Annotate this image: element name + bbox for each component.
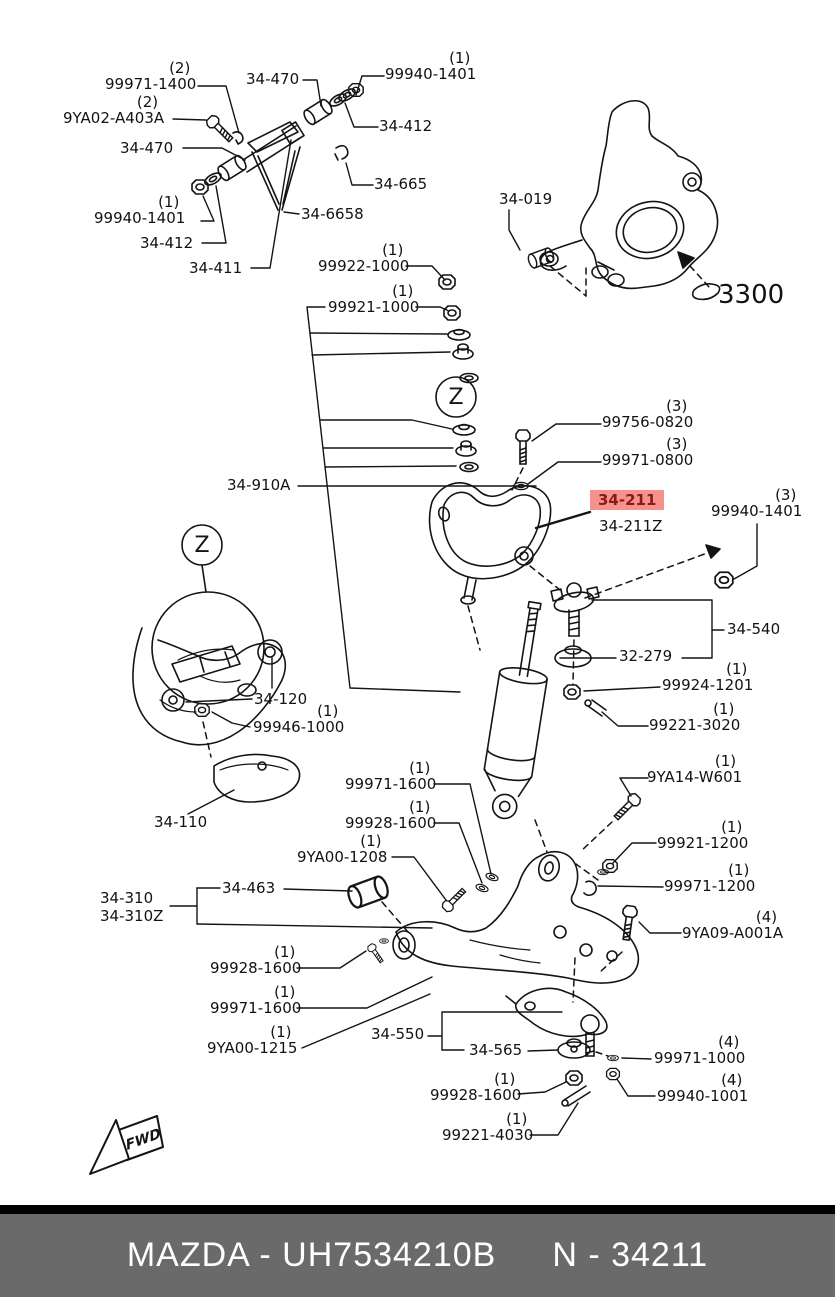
part-label-99921-1200: (1)99921-1200 xyxy=(657,818,749,852)
footer-divider xyxy=(0,1205,835,1214)
part-label-99928-1600-upper: (1)99928-1600 xyxy=(345,798,437,832)
part-label-99971-0800: (3)99971-0800 xyxy=(602,435,694,469)
part-label-99971-1200: (1)99971-1200 xyxy=(664,861,756,895)
part-label-99971-1600-upper: (1)99971-1600 xyxy=(345,759,437,793)
part-label-32-279: 32-279 xyxy=(619,647,673,665)
part-label-34-211-highlighted: 34-211 xyxy=(590,490,665,510)
part-label-34-110: 34-110 xyxy=(154,813,208,831)
part-label-99940-1401-left: (1)99940-1401 xyxy=(94,193,186,227)
part-label-3300: 3300 xyxy=(718,280,785,310)
part-label-99922-1000: (1)99922-1000 xyxy=(318,241,410,275)
part-label-99940-1001: (4)99940-1001 xyxy=(657,1071,749,1105)
part-label-34-310Z: 34-310Z xyxy=(100,907,164,925)
diagram-lineart: Z Z FWD xyxy=(89,75,758,1175)
footer-catalog-code: MAZDA - UH7534210B xyxy=(126,1236,497,1274)
part-label-34-470-top: 34-470 xyxy=(246,70,300,88)
part-label-99940-1401-top: (1)99940-1401 xyxy=(385,49,477,83)
part-label-99221-4030: (1)99221-4030 xyxy=(442,1110,534,1144)
part-label-34-019: 34-019 xyxy=(499,190,553,208)
part-label-9YA00-1208: (1)9YA00-1208 xyxy=(297,832,388,866)
fwd-arrow xyxy=(89,1115,164,1175)
part-label-99756-0820: (3)99756-0820 xyxy=(602,397,694,431)
part-label-99971-1400: (2)99971-1400 xyxy=(105,59,197,93)
z-detail-marker-small: Z xyxy=(194,533,209,558)
part-label-34-120: 34-120 xyxy=(254,690,308,708)
part-label-9YA02-A403A: (2)9YA02-A403A xyxy=(63,93,165,127)
part-label-99921-1000: (1)99921-1000 xyxy=(328,282,420,316)
part-label-34-665: 34-665 xyxy=(374,175,428,193)
part-label-34-412-right: 34-412 xyxy=(379,117,433,135)
part-label-99940-1401-mid: (3)99940-1401 xyxy=(711,486,803,520)
part-label-34-6658: 34-6658 xyxy=(301,205,364,223)
part-label-99924-1201: (1)99924-1201 xyxy=(662,660,754,694)
part-label-34-540: 34-540 xyxy=(727,620,781,638)
part-label-34-550: 34-550 xyxy=(371,1025,425,1043)
z-detail-marker: Z xyxy=(448,385,463,410)
part-label-34-310: 34-310 xyxy=(100,889,154,907)
part-label-9YA14-W601: (1)9YA14-W601 xyxy=(647,752,743,786)
part-label-34-463: 34-463 xyxy=(222,879,276,897)
part-label-99946-1000: (1)99946-1000 xyxy=(253,702,345,736)
part-label-34-412-left: 34-412 xyxy=(140,234,194,252)
part-label-34-910A: 34-910A xyxy=(227,476,291,494)
part-label-34-411: 34-411 xyxy=(189,259,243,277)
part-label-34-565: 34-565 xyxy=(469,1041,523,1059)
part-label-34-470-left: 34-470 xyxy=(120,139,174,157)
part-label-99971-1000: (4)99971-1000 xyxy=(654,1033,746,1067)
part-label-9YA09-A001A: (4)9YA09-A001A xyxy=(682,908,784,942)
part-label-34-211Z: 34-211Z xyxy=(599,517,663,535)
part-label-99928-1600-bottom: (1)99928-1600 xyxy=(430,1070,522,1104)
part-label-9YA00-1215: (1)9YA00-1215 xyxy=(207,1023,298,1057)
part-label-99221-3020: (1)99221-3020 xyxy=(649,700,741,734)
part-label-99928-1600-lower: (1)99928-1600 xyxy=(210,943,302,977)
footer-figure-number: N - 34211 xyxy=(552,1236,709,1274)
part-label-99971-1600-lower: (1)99971-1600 xyxy=(210,983,302,1017)
footer-bar: MAZDA - UH7534210B N - 34211 xyxy=(0,1214,835,1297)
